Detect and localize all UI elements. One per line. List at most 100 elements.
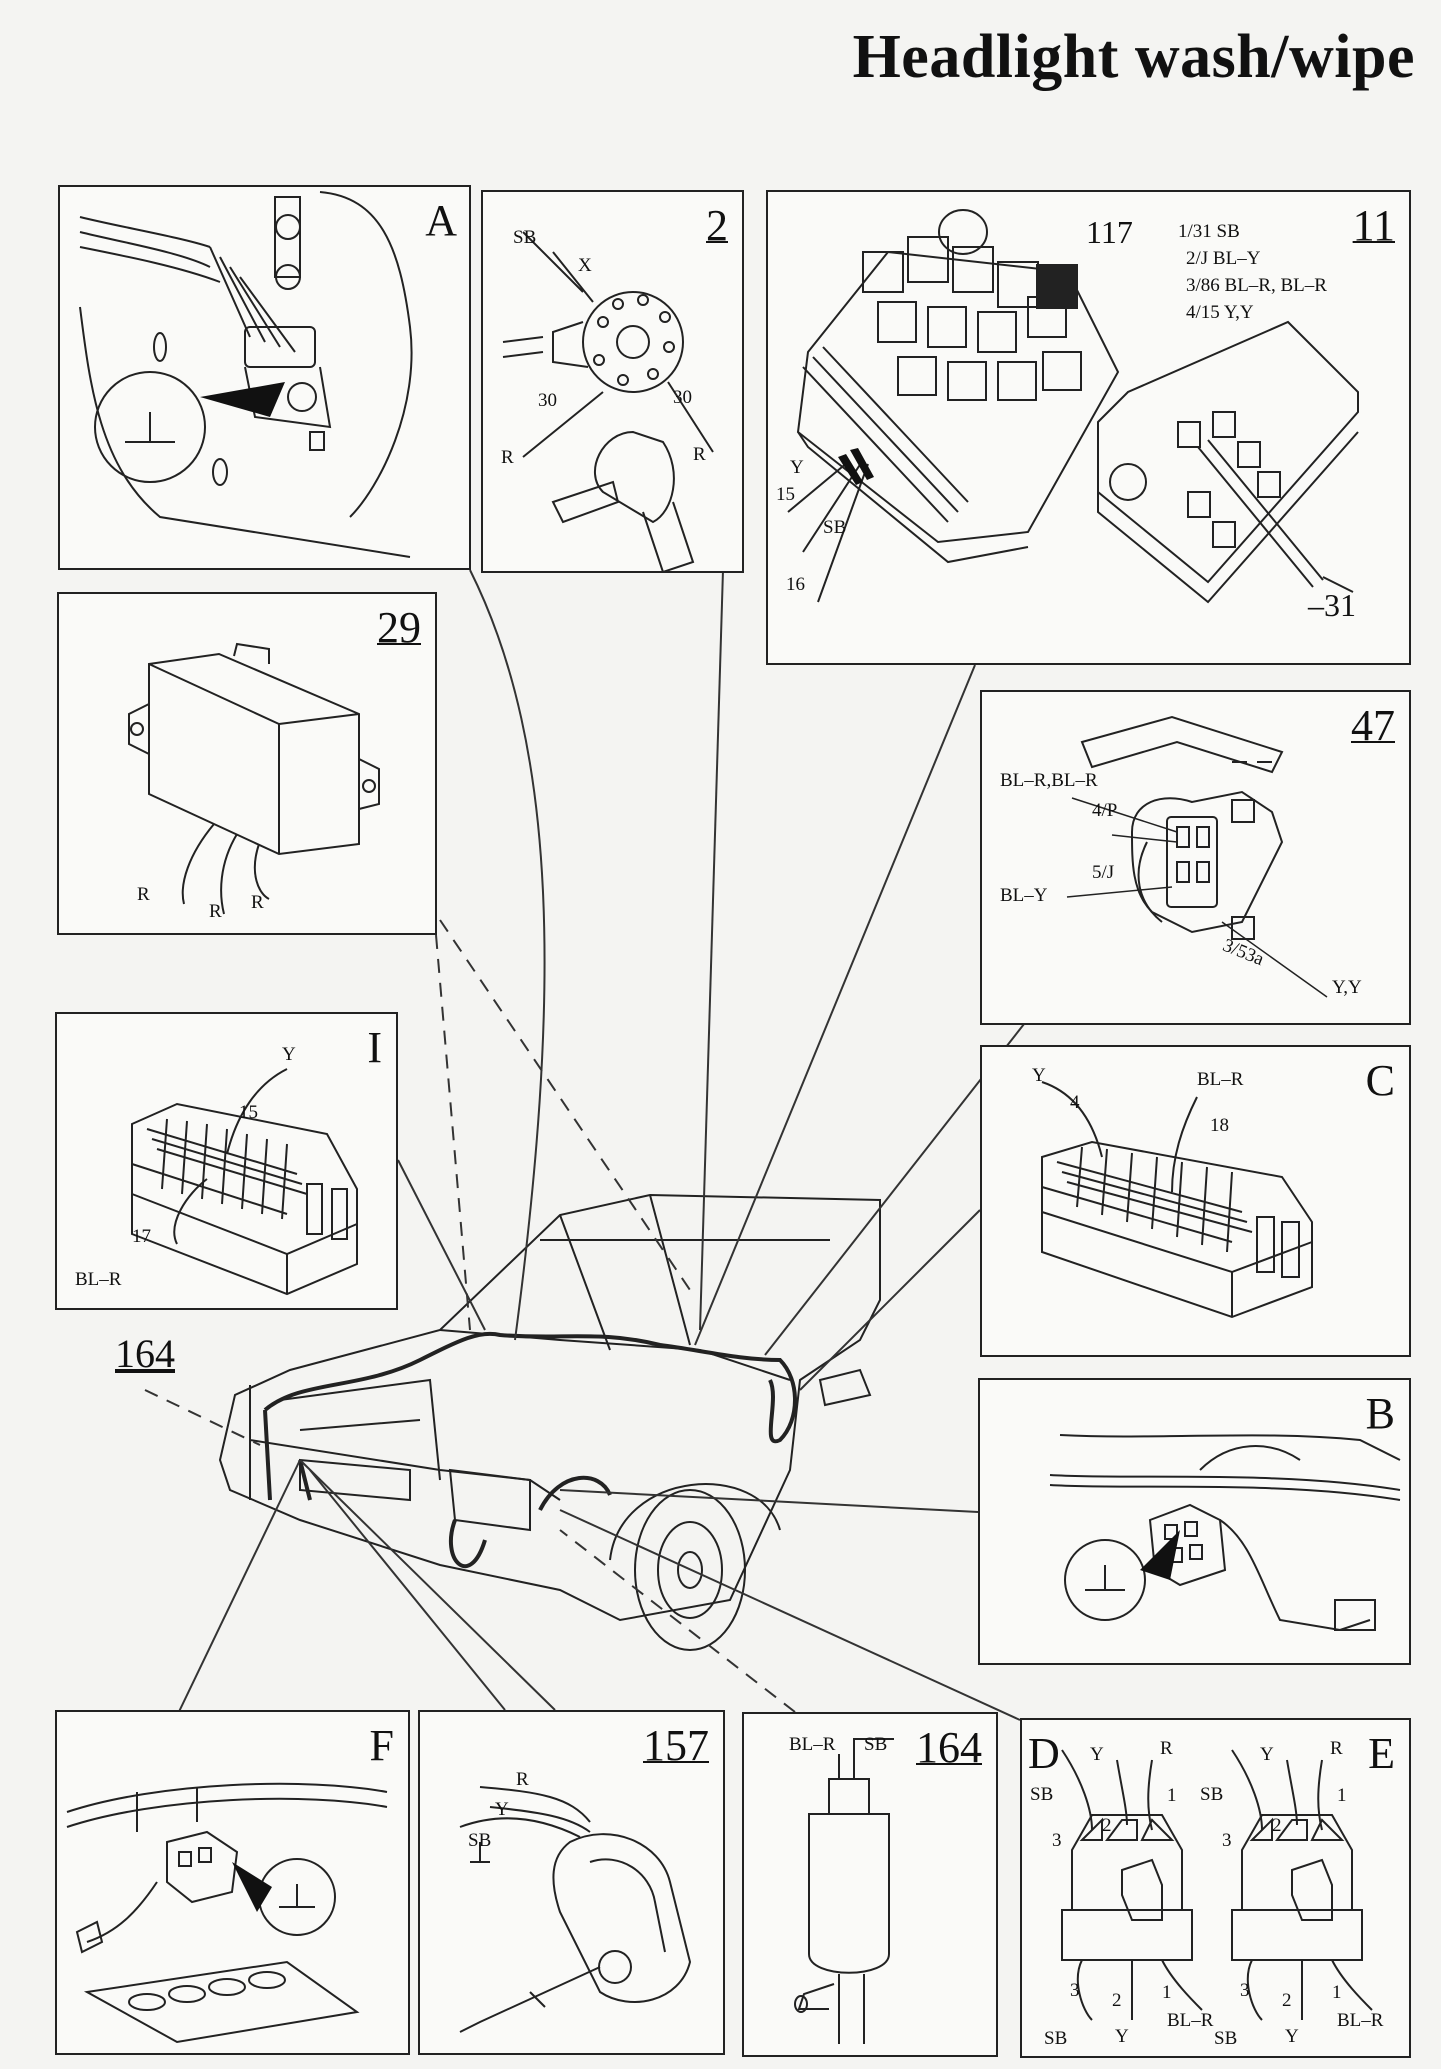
wire-label: Y [282,1044,296,1065]
wire-label: R [137,884,150,905]
wire-label: Y,Y [1332,977,1362,998]
pin-label: 3 [1222,1830,1232,1851]
fuse-entry: 4/15 Y,Y [1186,302,1254,323]
pin-label: 2 [1282,1990,1292,2011]
panel-c-connector: C Y 4 BL–R 18 [980,1045,1411,1357]
wire-label: SB [1214,2028,1238,2049]
panel-b-ground-point: B [978,1378,1411,1665]
wire-label: R [1160,1738,1173,1759]
pin-label: 3 [1070,1980,1080,2001]
panel-2-id: 2 [706,201,728,250]
pin-label: 18 [1210,1115,1229,1136]
panel-29-id: 29 [377,603,421,652]
fuse-relay-box-drawing [787,209,1359,604]
pin-label: 5/J [1092,862,1115,883]
pin-label: 3 [1240,1980,1250,2001]
wire-label: BL–R,BL–R [1000,770,1098,791]
panel-i-connector: I Y 15 17 BL–R [55,1012,398,1310]
panel-de-connectors: D SB Y R 1 2 3 3 2 1 SB Y BL–R E SB Y R … [1020,1718,1411,2058]
relay-117-label: 117 [1086,214,1133,250]
wire-label: Y [1090,1744,1104,1765]
wire-label: X [578,255,592,276]
component-164-label: 164 [115,1331,175,1376]
pin-label: 2 [1112,1990,1122,2011]
wire-label: R [693,444,706,465]
panel-a-ground-point: A [58,185,471,570]
pin-label: –31 [1308,587,1356,623]
connector-c-drawing [1041,1081,1313,1319]
wire-label: R [209,901,222,922]
ground-f-drawing [66,1782,388,2044]
page-title: Headlight wash/wipe [852,23,1415,91]
pin-label: 1 [1162,1982,1172,2003]
pin-label: 1 [1337,1785,1347,1806]
pin-label: 1 [1332,1982,1342,2003]
pin-label: 3 [1052,1830,1062,1851]
wire-label: BL–R [1197,1069,1244,1090]
wire-label: SB [1200,1784,1224,1805]
panel-i-id: I [367,1023,382,1072]
pin-label: 17 [132,1226,151,1247]
ground-b-drawing [1049,1434,1401,1632]
fuse-assignment-list: 1/31 SB 2/J BL–Y 3/86 BL–R, BL–R 4/15 Y,… [1178,218,1327,326]
wire-label: Y [1260,1744,1274,1765]
pin-label: 16 [786,574,805,595]
switch-drawing [502,231,714,571]
panel-a-id: A [425,196,457,245]
panel-2-switch: 2 SB X 30 30 R R [481,190,744,573]
panel-157-wiper-motor: 157 R Y SB [418,1710,725,2055]
wiper-motor-drawing [459,1786,692,2033]
wire-label: SB [864,1734,888,1755]
panel-29-control-module: 29 R R R [57,592,437,935]
panel-b-id: B [1365,1389,1395,1438]
wire-label: BL–R [1337,2010,1384,2031]
wire-label: SB [513,227,537,248]
wire-label: Y [1115,2026,1129,2047]
wire-label: R [516,1769,529,1790]
connector-i-drawing [131,1068,358,1296]
wire-label: BL–Y [1000,885,1048,906]
panel-d-id: D [1028,1729,1060,1778]
connectors-de-drawing [1061,1749,1373,2021]
panel-47-wiper-switch: 47 BL–R,BL–R 4/P 5/J BL–Y 3/53a Y,Y [980,690,1411,1025]
panel-c-id: C [1365,1056,1395,1105]
pin-label: 2 [1102,1815,1112,1836]
panel-164-washer-pump: 164 BL–R SB [742,1712,998,2057]
panel-f-ground-point: F [55,1710,410,2055]
panel-157-id: 157 [643,1721,709,1770]
panel-11-id: 11 [1352,201,1395,250]
wire-label: SB [823,517,847,538]
washer-pump-drawing [794,1738,894,2044]
pin-label: 30 [538,390,557,411]
wire-label: Y [790,457,804,478]
fuse-entry: 3/86 BL–R, BL–R [1186,275,1327,296]
panel-e-id: E [1368,1729,1395,1778]
panel-47-id: 47 [1351,701,1395,750]
pin-label: 15 [239,1102,258,1123]
pin-label: 4 [1070,1092,1080,1113]
pin-label: 15 [776,484,795,505]
wire-label: Y [495,1799,509,1820]
wire-label: BL–R [789,1734,836,1755]
wire-label: Y [1032,1065,1046,1086]
wire-label: BL–R [1167,2010,1214,2031]
pin-label: 4/P [1092,800,1118,821]
control-module-drawing [128,642,380,915]
panel-11-fuse-relay-box: 11 117 1/31 SB 2/J BL–Y 3/86 BL–R, BL–R … [766,190,1411,665]
wire-label: SB [468,1830,492,1851]
fuse-entry: 1/31 SB [1178,221,1240,242]
pin-label: 30 [673,387,692,408]
panel-164-id: 164 [916,1723,982,1772]
wire-label: SB [1030,1784,1054,1805]
ground-point-drawing [79,191,413,558]
wire-label: SB [1044,2028,1068,2049]
pin-label: 2 [1272,1815,1282,1836]
panel-f-id: F [369,1721,394,1770]
wiper-switch-drawing [1066,715,1328,998]
fuse-entry: 2/J BL–Y [1186,248,1261,269]
wire-label: Y [1285,2026,1299,2047]
wire-label: R [1330,1738,1343,1759]
pin-label: 1 [1167,1785,1177,1806]
wire-label: BL–R [75,1269,122,1290]
wire-label: R [251,892,264,913]
